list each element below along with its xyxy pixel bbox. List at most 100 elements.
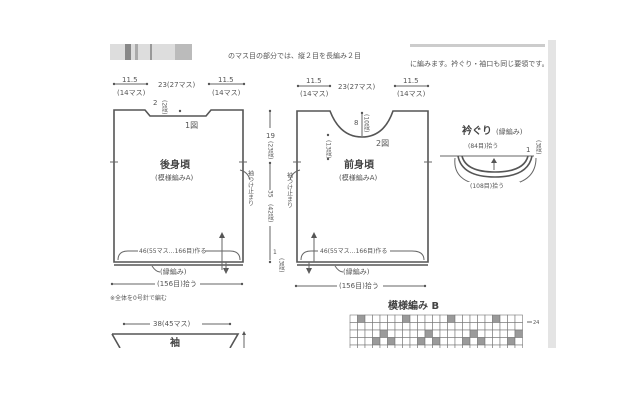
front-dim-right-sts: (14マス) (397, 90, 426, 98)
photo-strip (110, 44, 192, 60)
chart-cell-filled (379, 329, 388, 338)
chart-cell (514, 314, 523, 323)
chart-cell (484, 329, 493, 338)
front-body-diagram: 11.5 (14マス) 23(27マス) 11.5 (14マス) 8 (10段)… (286, 77, 432, 290)
front-figure-label: 2図 (376, 139, 389, 148)
dim-middle: 35 (267, 190, 274, 198)
chart-cell (439, 329, 448, 338)
chart-cell (372, 329, 381, 338)
chart-cell-filled (402, 314, 411, 323)
chart-cell (372, 322, 381, 331)
chart-cell (447, 329, 456, 338)
chart-b-title: 模様編み B (388, 299, 439, 312)
chart-cell (499, 337, 508, 346)
front-dim-left: 11.5 (306, 77, 322, 85)
chart-cell (469, 322, 478, 331)
back-cast-on: 46(55マス…166目)作る (139, 247, 206, 255)
back-edging: (縁編み) (160, 267, 187, 276)
chart-cell (432, 329, 441, 338)
chart-cell (477, 322, 486, 331)
chart-cell (439, 322, 448, 331)
back-dim-right: 11.5 (218, 76, 234, 84)
back-dim-left-sts: (14マス) (117, 89, 146, 97)
chart-cell (349, 314, 358, 323)
chart-cell (364, 314, 373, 323)
back-side-note: 袖つけ止まり (247, 169, 254, 206)
chart-cell (402, 337, 411, 346)
chart-cell (462, 329, 471, 338)
chart-cell (394, 314, 403, 323)
chart-cell (364, 322, 373, 331)
chart-cell (409, 322, 418, 331)
chart-cell (492, 337, 501, 346)
chart-cell-filled (492, 314, 501, 323)
front-side-rows: (13段) (325, 140, 332, 158)
chart-cell-filled (462, 337, 471, 346)
front-title: 前身頃 (344, 158, 375, 171)
chart-cell (387, 314, 396, 323)
chart-cell (492, 322, 501, 331)
chart-b: 模様編み B 24 (349, 299, 539, 353)
chart-cell (454, 322, 463, 331)
chart-cell (409, 329, 418, 338)
front-dim-left-sts: (14マス) (300, 90, 329, 98)
collar-outer-pickup: (108目)拾う (470, 182, 504, 190)
back-title: 後身頃 (160, 158, 191, 171)
chart-cell (402, 322, 411, 331)
front-subtitle: (模様編みA) (339, 173, 378, 182)
chart-cell (349, 329, 358, 338)
chart-cell (507, 322, 516, 331)
chart-cell (499, 314, 508, 323)
chart-cell (424, 314, 433, 323)
chart-cell (402, 329, 411, 338)
chart-cell (484, 322, 493, 331)
chart-cell (364, 337, 373, 346)
chart-cell (514, 322, 523, 331)
front-pickup: (156目)拾う (339, 281, 379, 290)
chart-cell-filled (507, 337, 516, 346)
front-dim-center: 23(27マス) (338, 83, 376, 91)
chart-cell (379, 322, 388, 331)
chart-cell (439, 337, 448, 346)
header-text-left: のマス目の部分では、縦２目を長編み２目 (228, 51, 361, 60)
page-gutter (548, 40, 556, 348)
chart-cell (357, 329, 366, 338)
chart-cell (424, 322, 433, 331)
chart-cell (364, 329, 373, 338)
chart-cell (432, 322, 441, 331)
chart-cell (394, 322, 403, 331)
header-text-right: に編みます。衿ぐり・袖口も同じ要領です。 (410, 59, 549, 68)
back-subtitle: (模様編みA) (155, 173, 194, 182)
chart-cell (357, 337, 366, 346)
chart-cell (357, 322, 366, 331)
chart-cell-filled (417, 337, 426, 346)
chart-cell (349, 337, 358, 346)
chart-cell (484, 314, 493, 323)
chart-cell (454, 314, 463, 323)
chart-b-row-marker: 24 (533, 320, 539, 326)
collar-title: 衿ぐり (462, 124, 492, 137)
chart-cell-filled (432, 337, 441, 346)
chart-cell-filled (424, 329, 433, 338)
back-figure-label: 1図 (185, 121, 198, 130)
front-neck-rows: (10段) (363, 114, 370, 132)
chart-cell (409, 314, 418, 323)
sleeve-dim-top: 38(45マス) (153, 320, 191, 328)
sleeve-diagram: 38(45マス) 袖 (111, 320, 246, 349)
chart-cell (349, 322, 358, 331)
chart-cell (469, 314, 478, 323)
chart-cell (417, 329, 426, 338)
chart-cell (507, 329, 516, 338)
collar-subtitle: (縁編み) (496, 127, 523, 136)
chart-cell (469, 337, 478, 346)
dim-upper: 19 (266, 132, 275, 140)
back-body-diagram: 11.5 (14マス) 23(27マス) 11.5 (14マス) 2 (2段) … (110, 76, 254, 288)
chart-cell-filled (469, 329, 478, 338)
chart-cell-filled (372, 337, 381, 346)
chart-cell (454, 337, 463, 346)
chart-cell (387, 329, 396, 338)
back-dim-center: 23(27マス) (158, 81, 196, 89)
chart-cell (454, 329, 463, 338)
chart-cell-filled (477, 337, 486, 346)
